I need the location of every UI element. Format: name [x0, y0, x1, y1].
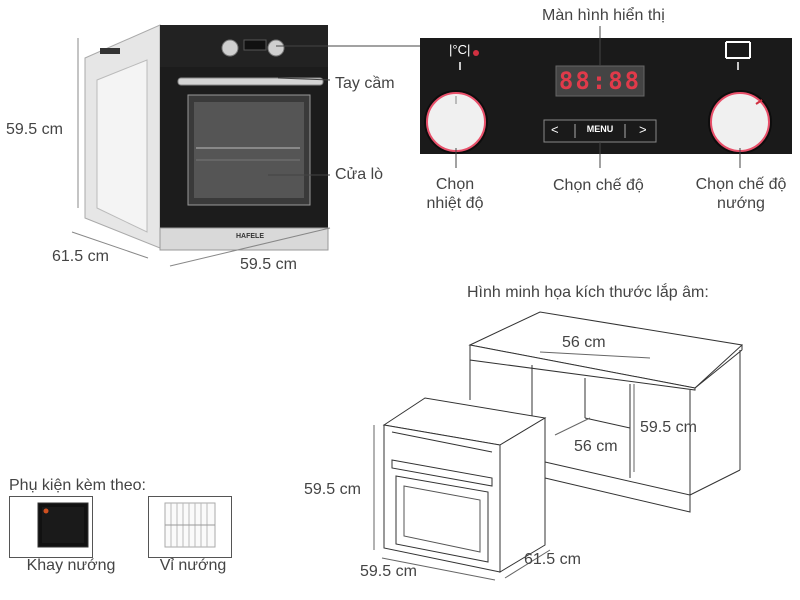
accessory-label-tray: Khay nướng: [26, 557, 116, 574]
menu-right-arrow-icon: >: [639, 122, 647, 137]
cabinet-depth-label: 56 cm: [574, 438, 618, 455]
installation-title: Hình minh họa kích thước lắp âm:: [467, 284, 709, 301]
accessory-card-rack: [148, 496, 232, 558]
menu-button: MENU: [586, 124, 614, 134]
oven-width-label: 59.5 cm: [240, 256, 297, 273]
brand-logo: HAFELE: [236, 233, 264, 240]
installed-oven-depth-label: 61.5 cm: [524, 551, 581, 568]
grill-knob-label: Chọn chế độ nướng: [695, 176, 787, 213]
installed-oven-height-label: 59.5 cm: [304, 481, 361, 498]
mode-select-label: Chọn chế độ: [553, 177, 644, 194]
cabinet-width-label: 56 cm: [562, 334, 606, 351]
accessory-label-rack: Vỉ nướng: [159, 557, 227, 574]
grill-rack-icon: [164, 502, 216, 548]
accessories-title: Phụ kiện kèm theo:: [9, 477, 146, 494]
display-callout-label: Màn hình hiển thị: [542, 7, 665, 24]
oven-height-label: 59.5 cm: [6, 121, 63, 138]
handle-label: Tay cầm: [335, 75, 395, 92]
accessory-card-tray: [9, 496, 93, 558]
baking-tray-icon: [37, 502, 89, 548]
oven-depth-label: 61.5 cm: [52, 248, 109, 265]
cabinet-height-label: 59.5 cm: [640, 419, 697, 436]
display-digits: 88:88: [558, 67, 642, 95]
installed-oven-width-label: 59.5 cm: [360, 563, 417, 580]
menu-left-arrow-icon: <: [551, 122, 559, 137]
control-panel-graphics: [424, 38, 772, 154]
door-label: Cửa lò: [335, 166, 384, 183]
temperature-unit-icon: |°C|: [449, 42, 471, 57]
digital-display: [555, 65, 645, 97]
grill-mode-icon: [725, 41, 751, 70]
temperature-knob-label: Chọn nhiệt độ: [426, 176, 484, 213]
